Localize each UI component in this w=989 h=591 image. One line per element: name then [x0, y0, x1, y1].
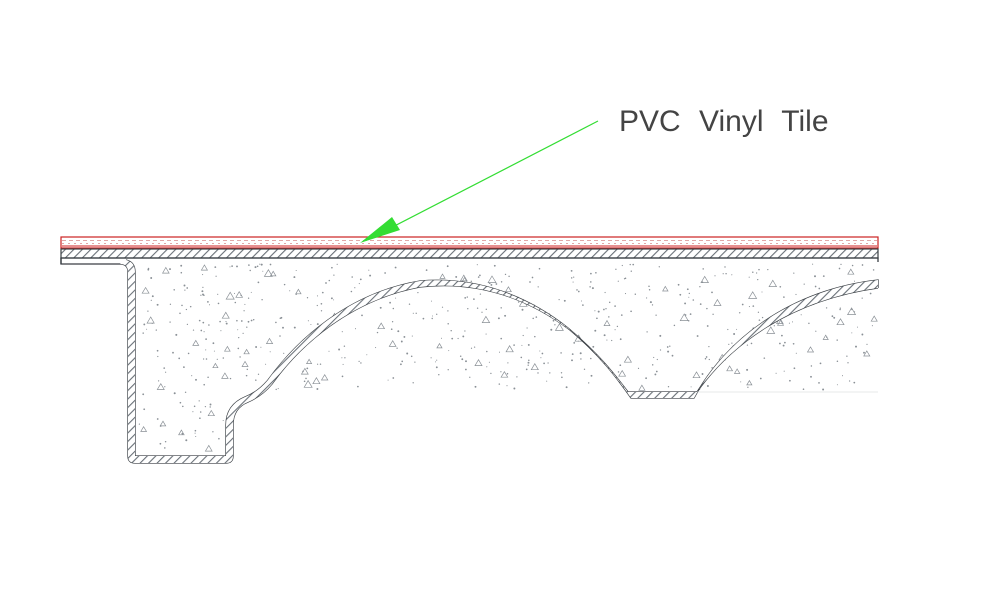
slab-top-band: [60, 248, 879, 259]
leader-arrow: [360, 120, 599, 243]
pvc-vinyl-tile-label: PVC Vinyl Tile: [619, 105, 829, 138]
concrete-mass: [137, 262, 878, 456]
concrete-aggregate-speckle: [138, 263, 878, 452]
deck-profile-outline: [60, 257, 879, 464]
pvc-vinyl-tile-layer: [60, 236, 879, 249]
